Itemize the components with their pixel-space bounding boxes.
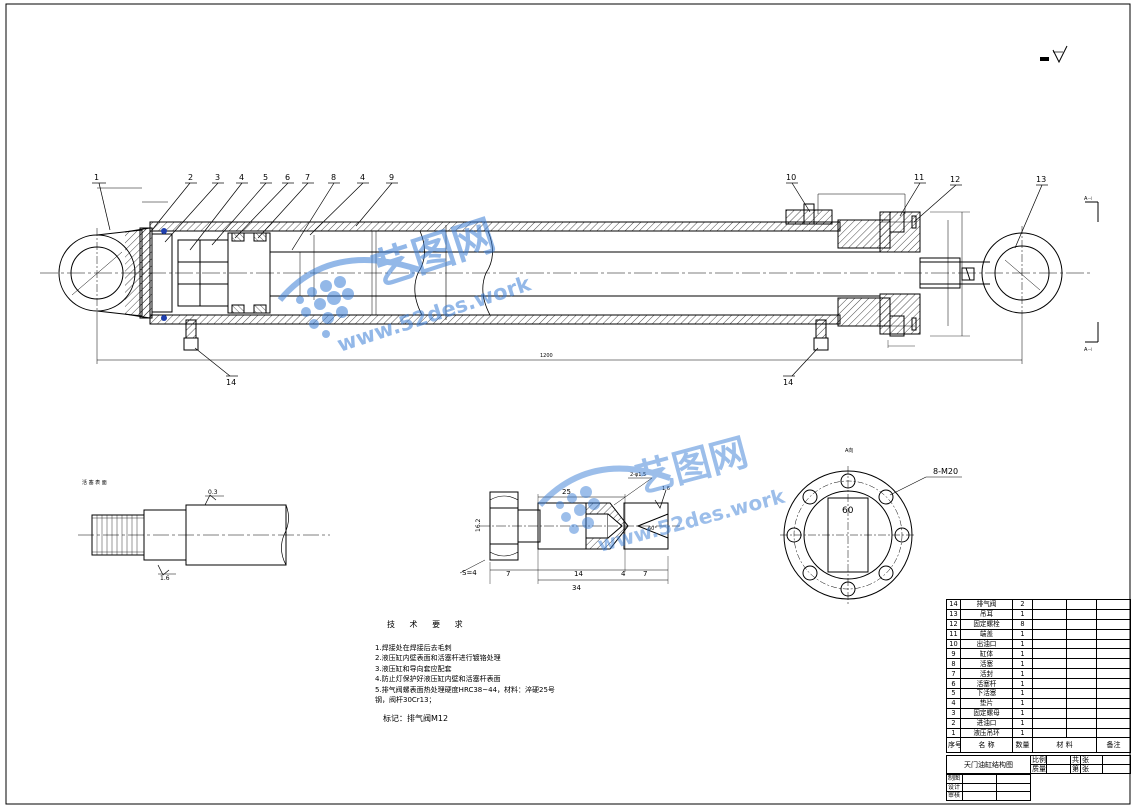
watermark-brand-2: 艺图网 <box>631 430 753 502</box>
piston <box>227 232 271 314</box>
bom-header-name: 名 称 <box>960 737 1013 754</box>
balloon-8: 8 <box>331 173 336 182</box>
dim-7a: 7 <box>506 570 510 578</box>
tech-title: 技 术 要 求 <box>387 620 469 629</box>
vent-valve-left <box>185 319 197 339</box>
dim-25: 25 <box>562 488 571 496</box>
flange-dim: 60 <box>842 506 854 516</box>
dim-s4: S=4 <box>462 569 477 577</box>
watermark-main: 艺图网 www.52des.work <box>277 210 535 357</box>
piston-surface-label: 活 塞 表 面 <box>82 479 107 486</box>
drawing-frame <box>5 3 1131 805</box>
cylinder-assembly: 1200 <box>40 187 1099 364</box>
bolt-callout: 8-M20 <box>933 467 958 476</box>
section-label-top: A⊣ <box>1084 196 1092 202</box>
balloon-10: 10 <box>786 173 796 182</box>
vent-valve-dims: 25 34 14 4 7 7 S=4 16.2 2-φ1.5 60° 1.6 <box>462 472 670 592</box>
balloon-numbers: 1 2 3 4 5 6 7 8 4 9 10 11 12 13 14 14 A⊣… <box>94 173 1092 387</box>
bom-header: 序号 名 称 数量 材 料 备注 <box>946 737 1131 754</box>
tube-bottom-wall <box>149 314 841 325</box>
sheet-unit-1: 张 <box>1080 755 1103 765</box>
dim-angle: 60° <box>648 526 657 532</box>
drawn-label: 制图 <box>946 774 963 784</box>
balloon-4b: 4 <box>360 173 365 182</box>
balloon-12: 12 <box>950 175 960 184</box>
signature-block: 制图 设计 审核 <box>946 774 1031 801</box>
title-block: 天门油缸结构图 比例 共 张 质量 第 张 <box>946 755 1131 774</box>
tech-line-1: 1.焊接处在焊接后去毛刺 <box>375 643 452 652</box>
scale-label: 比例 <box>1030 755 1047 765</box>
dim-34: 34 <box>572 584 581 592</box>
bom-header-material: 材 料 <box>1032 737 1097 754</box>
balloon-leaders <box>92 182 1048 377</box>
balloon-14b: 14 <box>783 378 793 387</box>
balloon-1: 1 <box>94 173 99 182</box>
dim-4: 4 <box>621 570 626 578</box>
drawing-name: 天门油缸结构图 <box>946 755 1031 774</box>
a-view-label: A向 <box>845 447 853 454</box>
roughness-value-1: 0.3 <box>208 489 218 496</box>
a-view-flange <box>780 466 962 604</box>
piston-surface-detail: 活 塞 表 面 <box>78 479 330 576</box>
total-label: 共 <box>1070 755 1081 765</box>
section-label-bottom: A⊣ <box>1084 347 1092 353</box>
vent-valve-right <box>815 319 827 339</box>
sheet-unit-2: 张 <box>1080 764 1103 774</box>
tech-line-6: 钢，阀杆30Cr13； <box>375 696 436 704</box>
bom-header-no: 序号 <box>946 737 961 754</box>
dim-r16: 1.6 <box>662 486 670 492</box>
watermark-second: 艺图网 www.52des.work <box>537 430 788 557</box>
roughness-value-2: 1.6 <box>160 575 170 582</box>
roughness-symbol-global <box>1040 45 1068 64</box>
tech-line-4: 4.防止灯保护好液压缸内壁和活塞杆表面 <box>375 675 501 683</box>
outlet-port <box>785 209 833 225</box>
bom-header-remark: 备注 <box>1096 737 1131 754</box>
check-label: 审核 <box>946 791 963 801</box>
dim-14: 14 <box>574 570 583 578</box>
tech-note: 标记：排气阀M12 <box>383 713 449 723</box>
balloon-9: 9 <box>389 173 394 182</box>
sheet-label: 第 <box>1070 764 1081 774</box>
svg-text:1200: 1200 <box>540 353 553 359</box>
balloon-7: 7 <box>305 173 310 182</box>
design-label: 设计 <box>946 782 963 792</box>
balloon-3: 3 <box>215 173 220 182</box>
tech-line-3: 3.液压缸和导向套应配套 <box>375 664 452 673</box>
balloon-6: 6 <box>285 173 290 182</box>
tech-line-5: 5.排气阀螺表面热处理硬度HRC38~44，材料：淬硬25号 <box>375 685 555 694</box>
watermark-url: www.52des.work <box>334 271 534 357</box>
balloon-14a: 14 <box>226 378 236 387</box>
dim-7b: 7 <box>643 570 647 578</box>
balloon-2: 2 <box>188 173 193 182</box>
weight-label: 质量 <box>1030 764 1047 774</box>
dim-m16: 16.2 <box>475 518 482 532</box>
balloon-11: 11 <box>914 173 924 182</box>
balloon-4: 4 <box>239 173 244 182</box>
bom-header-qty: 数量 <box>1012 737 1033 754</box>
balloon-13: 13 <box>1036 175 1046 184</box>
tech-line-2: 2.液压缸内壁表面和活塞杆进行镀铬处理 <box>375 654 501 662</box>
dim-hole: 2-φ1.5 <box>630 472 646 478</box>
technical-requirements: 技 术 要 求 1.焊接处在焊接后去毛刺 2.液压缸内壁表面和活塞杆进行镀铬处理… <box>375 620 675 724</box>
tube-top-wall <box>149 221 841 232</box>
balloon-5: 5 <box>263 173 268 182</box>
